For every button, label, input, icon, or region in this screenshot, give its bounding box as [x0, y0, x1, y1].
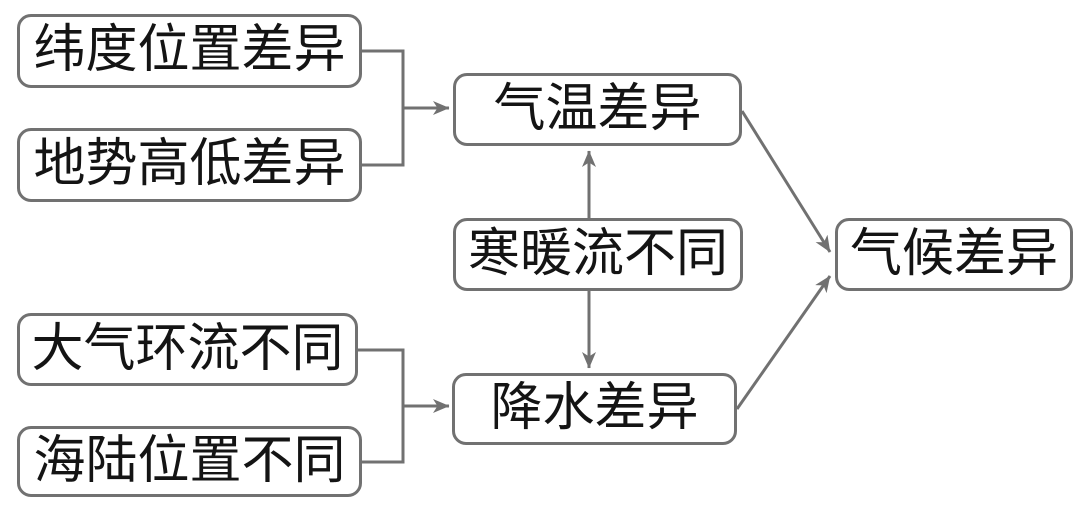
arrow-temperature-to-climate [740, 110, 832, 253]
bracket-bottom [358, 348, 405, 464]
node-ocean-currents-difference: 寒暖流不同 [453, 218, 743, 291]
bracket-top [362, 49, 405, 167]
node-land-sea-position-difference: 海陆位置不同 [17, 426, 362, 497]
node-atmospheric-circulation-difference: 大气环流不同 [17, 313, 358, 386]
node-latitude-position-difference: 纬度位置差异 [17, 14, 362, 88]
node-climate-difference: 气候差异 [835, 218, 1073, 291]
node-terrain-elevation-difference: 地势高低差异 [17, 128, 362, 202]
node-temperature-difference: 气温差异 [453, 73, 742, 146]
node-precipitation-difference: 降水差异 [452, 373, 737, 445]
arrow-precipitation-to-climate [735, 275, 832, 410]
